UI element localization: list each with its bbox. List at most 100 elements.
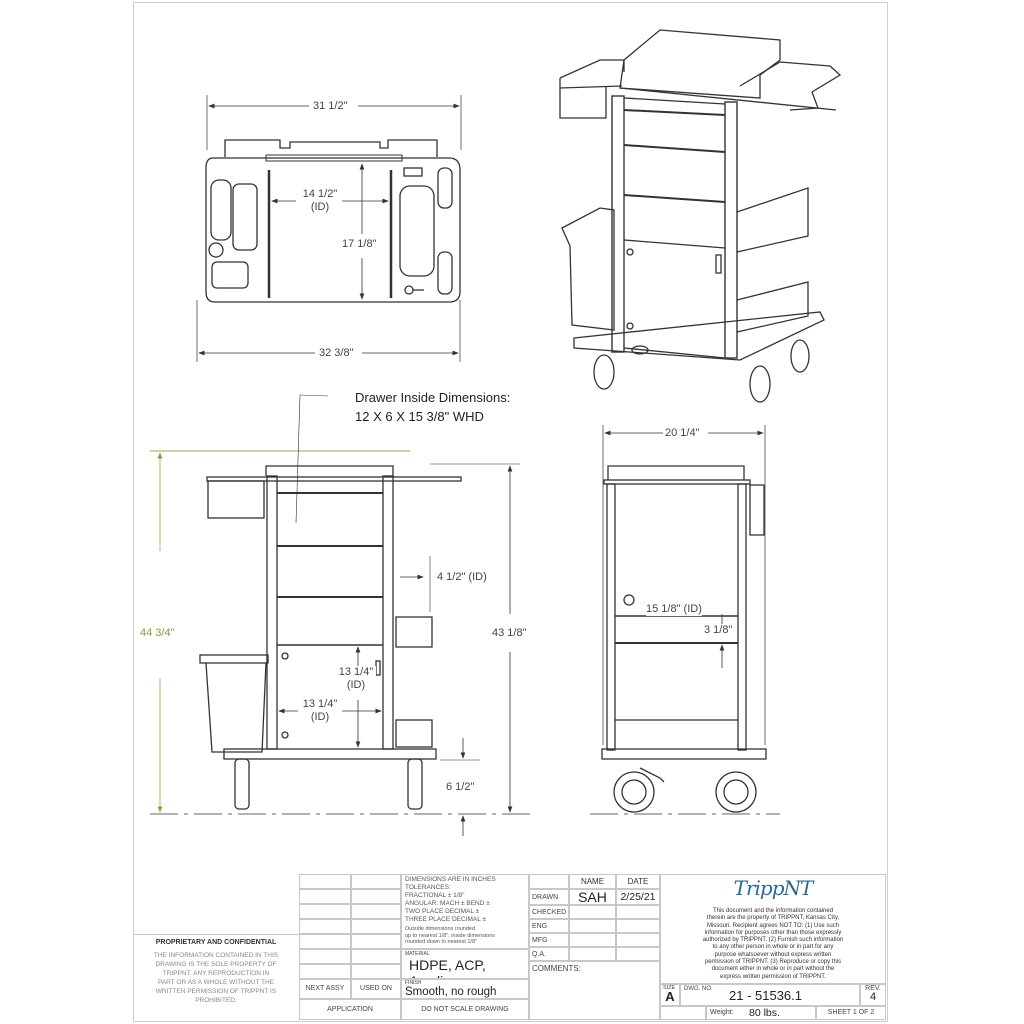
isometric-view — [559, 29, 842, 403]
tolerance-line: ANGULAR: MACH ± BEND ± — [405, 900, 490, 907]
eng-appr-name — [569, 919, 616, 933]
date-header: DATE — [616, 874, 660, 889]
approval-corner — [529, 874, 569, 889]
logo-script: Tripp — [733, 876, 785, 900]
tolerance-line: TWO PLACE DECIMAL ± — [405, 908, 480, 915]
dwg-no-label: DWG. NO. — [684, 986, 713, 992]
finish-label: FINISH — [405, 980, 422, 986]
dim-side-bin-width: 4 1/2" (ID) — [437, 571, 487, 583]
rev-block: REV. 4 — [860, 984, 886, 1006]
drawer-callout-line2: 12 X 6 X 15 3/8" WHD — [355, 409, 484, 424]
weight-label: Weight: — [710, 1009, 734, 1016]
proprietary-body: THE INFORMATION CONTAINED IN THIS DRAWIN… — [133, 951, 299, 1005]
material-value: HDPE, ACP, Acrylic — [409, 957, 486, 978]
grid-cell — [299, 934, 351, 949]
dim-depth: 17 1/8" — [342, 238, 377, 250]
weight-block: Weight: 80 lbs. — [706, 1006, 816, 1020]
dim-inner-width: 14 1/2" (ID) — [298, 188, 342, 214]
grid-cell — [351, 919, 401, 934]
dim-door-height: 13 1/4" (ID) — [336, 666, 376, 692]
legal-line: permission of TRIPPNT. (3) Reproduce or … — [704, 959, 842, 966]
do-not-scale-label: DO NOT SCALE DRAWING — [401, 999, 529, 1020]
grid-cell — [299, 874, 351, 889]
comments-label: COMMENTS: — [529, 961, 660, 1020]
qa-name — [569, 947, 616, 961]
used-on-label: USED ON — [351, 979, 401, 999]
checked-date — [616, 905, 660, 919]
application-label: APPLICATION — [299, 999, 401, 1020]
dim-inner-width-note: (ID) — [310, 201, 330, 213]
drawer-callout-line1: Drawer Inside Dimensions: — [355, 390, 511, 405]
legal-line: information for purposes other than thos… — [704, 929, 842, 936]
proprietary-line: DRAWING IS THE SOLE PROPERTY OF — [155, 961, 277, 968]
grid-cell — [299, 949, 351, 964]
grid-cell — [299, 964, 351, 979]
proprietary-line: WRITTEN PERMISSION OF TRIPPNT IS — [155, 988, 277, 995]
checked-label: CHECKED — [529, 905, 569, 919]
drawn-date: 2/25/21 — [616, 889, 660, 905]
rev-value: 4 — [869, 991, 877, 1003]
drawing-sheet — [133, 2, 888, 1022]
dim-shelf-gap: 3 1/8" — [704, 624, 733, 636]
drawn-label: DRAWN — [529, 889, 569, 905]
proprietary-heading: PROPRIETARY AND CONFIDENTIAL — [155, 939, 277, 946]
dwg-no-block: DWG. NO. 21 - 51536.1 — [680, 984, 860, 1006]
dim-inner-depth: 15 1/8" (ID) — [646, 603, 702, 616]
rounding-note-line: Outside dimensions rounded — [405, 926, 476, 932]
rounding-note-line: up to nearest 1/8"; inside dimensions — [405, 932, 496, 939]
company-block: TrippNT This document and the informatio… — [660, 874, 886, 984]
grid-cell — [299, 904, 351, 919]
dim-door-width-note: (ID) — [310, 711, 330, 723]
tolerance-line: FRACTIONAL ± 1/8" — [405, 892, 465, 899]
legal-line: authorized by TRIPPNT. (2) Furnish such … — [702, 937, 844, 944]
mfg-appr-label: MFG APPR. — [529, 933, 569, 947]
size-value: A — [665, 989, 675, 1004]
size-label: SIZE — [663, 985, 676, 991]
side-view — [590, 425, 780, 815]
drawer-callout: Drawer Inside Dimensions: 12 X 6 X 15 3/… — [355, 388, 510, 426]
dim-door-width-value: 13 1/4" — [302, 698, 338, 710]
grid-cell — [351, 964, 401, 979]
grid-cell — [351, 889, 401, 904]
legal-line: therein are the property of TRIPPNT, Kan… — [706, 915, 840, 922]
dim-top-width-32-3-8: 32 3/8" — [319, 347, 354, 359]
grid-cell — [299, 919, 351, 934]
dim-side-depth: 20 1/4" — [665, 427, 700, 439]
material-block: MATERIAL HDPE, ACP, Acrylic — [401, 949, 529, 979]
weight-value: 80 lbs. — [749, 1007, 780, 1019]
proprietary-notice: PROPRIETARY AND CONFIDENTIAL THE INFORMA… — [133, 934, 299, 1021]
material-label: MATERIAL — [405, 951, 430, 957]
legal-line: Missouri. Recipient agrees NOT TO: (1) U… — [706, 922, 840, 929]
grid-cell — [299, 889, 351, 904]
drawn-name: SAH — [569, 889, 616, 905]
tolerances-block: DIMENSIONS ARE IN INCHES TOLERANCES: FRA… — [401, 874, 529, 949]
legal-line: to any other person in whole or in part … — [712, 944, 834, 951]
grid-cell — [351, 904, 401, 919]
logo-bold: NT — [783, 876, 814, 900]
dim-cabinet-height: 43 1/8" — [492, 627, 527, 640]
legal-line: express written permission of TRIPPNT. — [720, 973, 826, 980]
dwg-no-value: 21 - 51536.1 — [729, 988, 803, 1003]
dim-overall-height: 44 3/4" — [140, 627, 175, 639]
rev-label: REV. — [865, 985, 881, 992]
finish-block: FINISH Smooth, no rough edges — [401, 979, 529, 999]
tolerance-line: TOLERANCES: — [405, 884, 451, 891]
grid-cell — [351, 934, 401, 949]
grid-cell — [351, 874, 401, 889]
front-view — [150, 394, 530, 836]
legal-notice: This document and the information contai… — [661, 908, 885, 981]
grid-cell — [351, 949, 401, 964]
dim-ground-clearance: 6 1/2" — [446, 781, 475, 793]
eng-appr-date — [616, 919, 660, 933]
proprietary-line: THE INFORMATION CONTAINED IN THIS — [153, 952, 279, 959]
mfg-appr-date — [616, 933, 660, 947]
dim-inner-width-value: 14 1/2" — [302, 188, 338, 200]
legal-line: This document and the information contai… — [712, 908, 834, 914]
dim-door-width: 13 1/4" (ID) — [299, 698, 341, 724]
top-view — [196, 95, 462, 362]
tolerance-line: DIMENSIONS ARE IN INCHES — [405, 876, 496, 883]
dim-door-height-note: (ID) — [346, 679, 366, 691]
legal-line: document either in whole or in part with… — [711, 966, 835, 973]
proprietary-line: TRIPPNT. ANY REPRODUCTION IN — [162, 970, 270, 977]
